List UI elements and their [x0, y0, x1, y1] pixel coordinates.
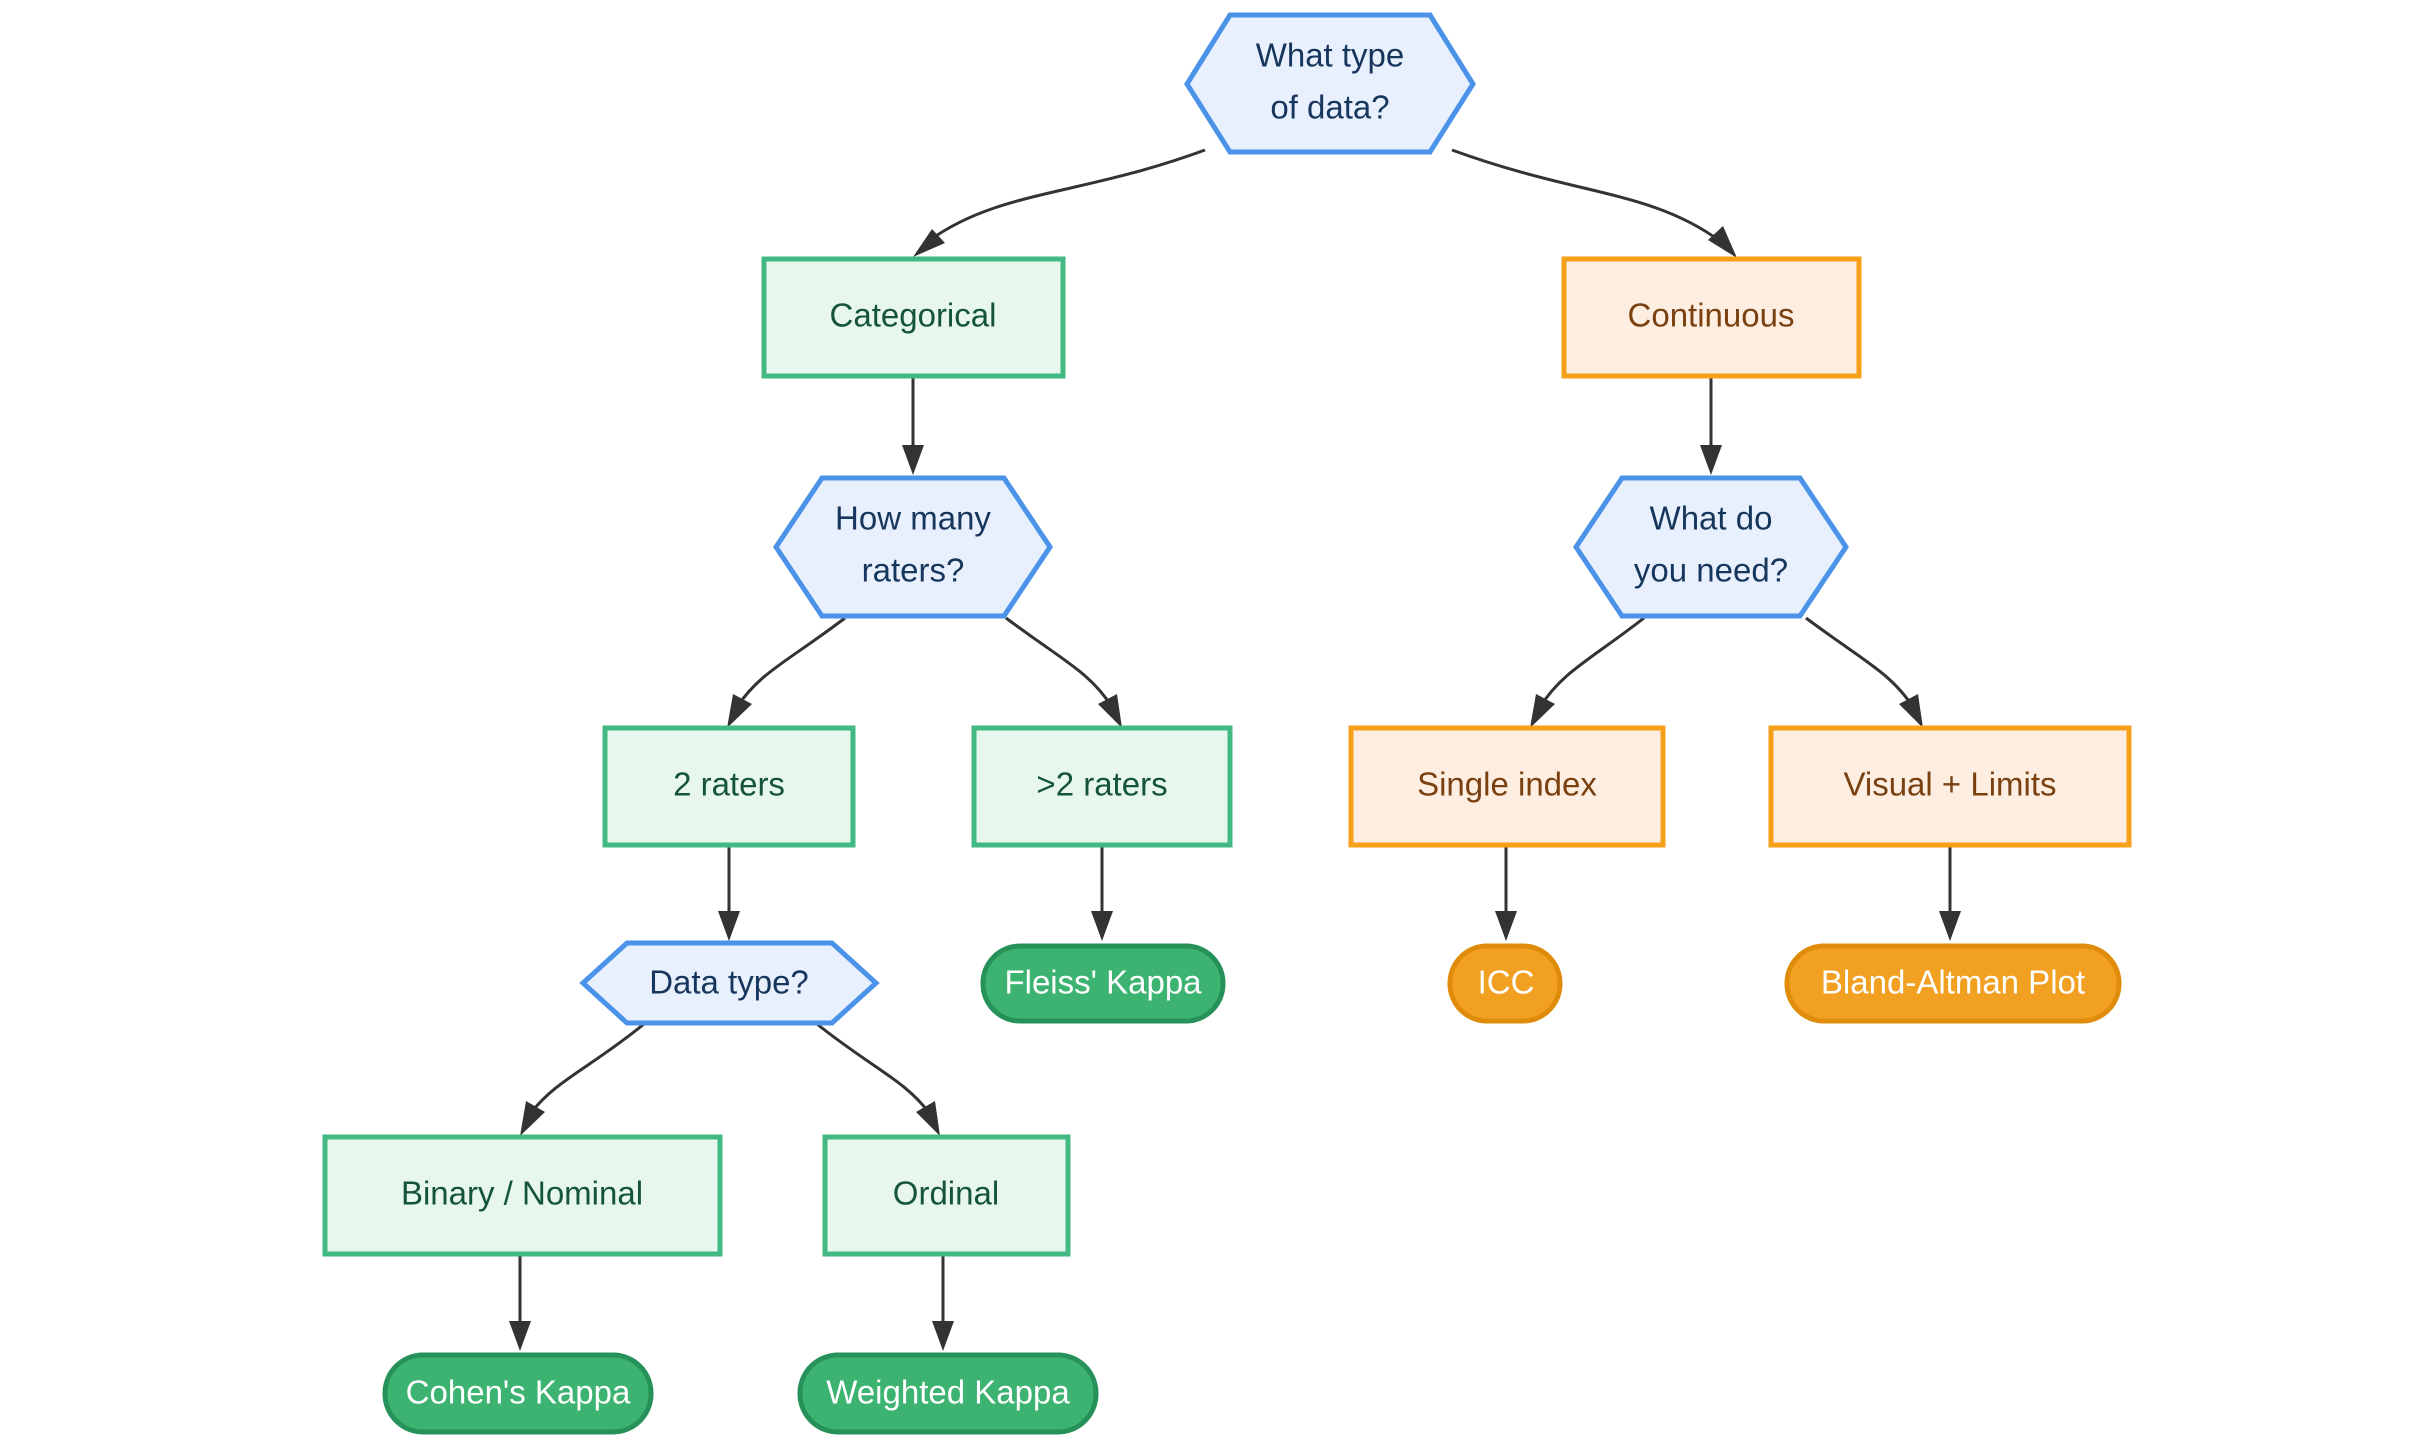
edge-data-type-to-ordinal — [816, 1022, 940, 1136]
node-ordinal-shape[interactable] — [822, 1134, 1071, 1257]
node-layer: What type of data? Categorical Continuou… — [322, 12, 2132, 1435]
node-cohens[interactable]: Cohen's Kappa — [382, 1352, 654, 1435]
node-data-type[interactable]: Data type? — [579, 940, 880, 1026]
node-bland-altman-shape[interactable] — [1784, 943, 2122, 1024]
node-two-raters-label: 2 raters — [673, 766, 785, 803]
edge-continuous-to-need — [1700, 377, 1722, 475]
node-root-label-line1: What type — [1256, 37, 1405, 74]
node-icc[interactable]: ICC — [1447, 943, 1563, 1024]
node-binary-shape[interactable] — [322, 1134, 723, 1257]
node-need-shape[interactable] — [1572, 475, 1850, 619]
edge-root-to-continuous — [1451, 148, 1737, 258]
node-need[interactable]: What do you need? — [1572, 475, 1850, 619]
edge-visual-limits-to-bland-altman — [1939, 845, 1961, 941]
node-weighted[interactable]: Weighted Kappa — [797, 1352, 1099, 1435]
edge-single-index-to-icc — [1495, 845, 1517, 941]
node-fleiss-shape[interactable] — [980, 943, 1226, 1024]
node-many-raters[interactable]: >2 raters — [971, 725, 1233, 848]
node-categorical-label: Categorical — [830, 297, 997, 334]
node-two-raters-shape[interactable] — [602, 725, 856, 848]
node-bland-altman-label: Bland-Altman Plot — [1821, 964, 2085, 1001]
node-single-index-shape[interactable] — [1348, 725, 1666, 848]
node-continuous-label: Continuous — [1628, 297, 1795, 334]
edge-root-to-categorical — [913, 148, 1206, 257]
edge-two-raters-to-data-type — [718, 845, 740, 941]
node-ordinal[interactable]: Ordinal — [822, 1134, 1071, 1257]
node-categorical-shape[interactable] — [761, 256, 1066, 379]
edge-data-type-to-binary — [520, 1022, 645, 1136]
node-many-raters-shape[interactable] — [971, 725, 1233, 848]
node-need-label-line1: What do — [1650, 500, 1773, 537]
node-cohens-label: Cohen's Kappa — [406, 1374, 631, 1411]
node-continuous-shape[interactable] — [1561, 256, 1862, 379]
edge-many-raters-to-fleiss — [1091, 845, 1113, 941]
node-cohens-shape[interactable] — [382, 1352, 654, 1435]
node-root-shape[interactable] — [1184, 12, 1476, 155]
edge-need-to-visual-limits — [1805, 616, 1923, 728]
node-weighted-shape[interactable] — [797, 1352, 1099, 1435]
node-raters-label-line1: How many — [835, 500, 991, 537]
node-ordinal-label: Ordinal — [893, 1175, 999, 1212]
node-root[interactable]: What type of data? — [1184, 12, 1476, 155]
node-single-index[interactable]: Single index — [1348, 725, 1666, 848]
edge-layer — [509, 148, 1961, 1351]
node-raters-shape[interactable] — [772, 475, 1054, 619]
node-raters-label-line2: raters? — [862, 552, 965, 589]
node-binary[interactable]: Binary / Nominal — [322, 1134, 723, 1257]
node-two-raters[interactable]: 2 raters — [602, 725, 856, 848]
node-data-type-shape[interactable] — [579, 940, 880, 1026]
node-weighted-label: Weighted Kappa — [826, 1374, 1070, 1411]
node-fleiss[interactable]: Fleiss' Kappa — [980, 943, 1226, 1024]
node-visual-limits-shape[interactable] — [1768, 725, 2132, 848]
edge-raters-to-two-raters — [727, 616, 846, 728]
node-root-label-line2: of data? — [1270, 89, 1389, 126]
node-icc-label: ICC — [1478, 964, 1535, 1001]
node-visual-limits-label: Visual + Limits — [1843, 766, 2056, 803]
node-visual-limits[interactable]: Visual + Limits — [1768, 725, 2132, 848]
node-raters[interactable]: How many raters? — [772, 475, 1054, 619]
node-binary-label: Binary / Nominal — [401, 1175, 643, 1212]
node-categorical[interactable]: Categorical — [761, 256, 1066, 379]
edge-categorical-to-raters — [902, 377, 924, 475]
node-continuous[interactable]: Continuous — [1561, 256, 1862, 379]
node-single-index-label: Single index — [1417, 766, 1597, 803]
node-need-label-line2: you need? — [1634, 552, 1788, 589]
edge-need-to-single-index — [1530, 616, 1645, 728]
node-icc-shape[interactable] — [1447, 943, 1563, 1024]
node-bland-altman[interactable]: Bland-Altman Plot — [1784, 943, 2122, 1024]
edge-binary-to-cohens — [509, 1253, 531, 1351]
edge-ordinal-to-weighted — [932, 1253, 954, 1351]
node-fleiss-label: Fleiss' Kappa — [1004, 964, 1202, 1001]
node-many-raters-label: >2 raters — [1036, 766, 1167, 803]
edge-raters-to-many-raters — [1005, 616, 1122, 728]
node-data-type-label: Data type? — [649, 964, 809, 1001]
